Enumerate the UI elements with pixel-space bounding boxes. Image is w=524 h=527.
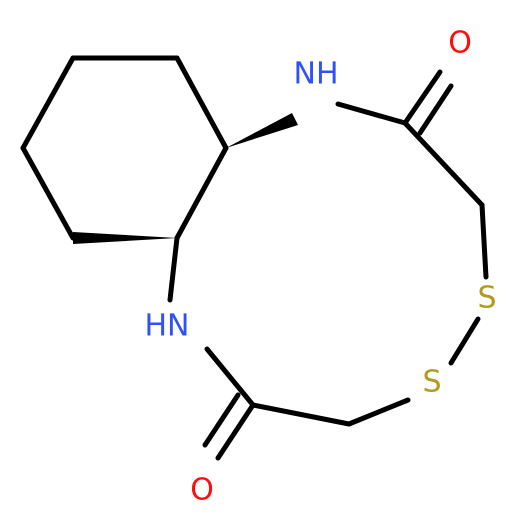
bond-n-c	[167, 235, 180, 303]
ring-bond	[174, 145, 229, 241]
bond-n-c	[335, 101, 408, 126]
ring-bond	[20, 145, 76, 241]
ring-bond	[20, 55, 76, 151]
bond-c-ch2	[402, 120, 485, 208]
hash-wedge-bond	[226, 113, 298, 148]
bold-wedge-bond	[73, 232, 177, 244]
bond-c-o-double	[215, 402, 256, 461]
bond-s-s	[448, 316, 481, 366]
nitrogen-atom-label: HN	[145, 309, 190, 344]
bond-c-o-double	[402, 69, 443, 126]
oxygen-atom-label: O	[190, 473, 214, 508]
bond-c-o-double	[202, 392, 241, 448]
bond-s-ch2	[346, 397, 411, 427]
bond-c-o-double	[417, 83, 454, 136]
sulfur-atom-label: S	[422, 365, 441, 400]
bond-ch2-s	[479, 202, 489, 280]
nitrogen-atom-label: NH	[294, 57, 339, 92]
sulfur-atom-label: S	[477, 281, 496, 316]
oxygen-atom-label: O	[448, 26, 472, 61]
bond-ch2-c	[250, 402, 352, 427]
bond-c-n	[204, 346, 256, 408]
ring-bond	[174, 55, 229, 151]
